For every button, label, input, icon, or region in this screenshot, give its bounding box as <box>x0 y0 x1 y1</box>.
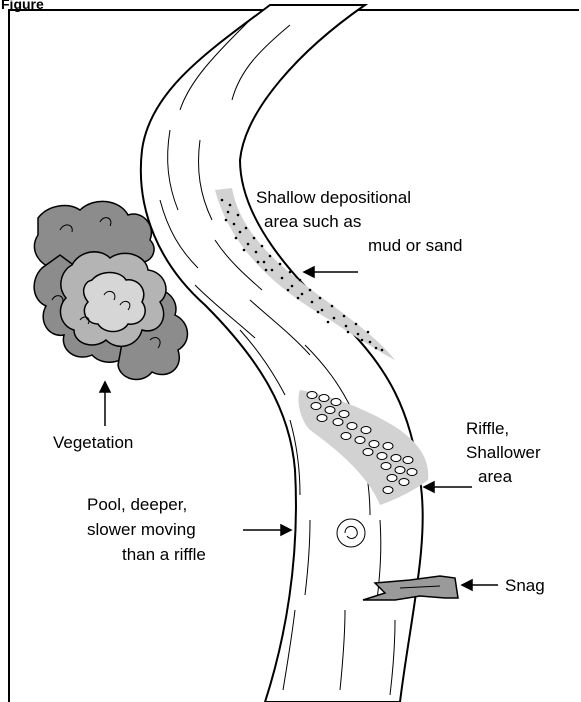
label-riffle-line3: area <box>478 467 512 486</box>
label-depositional-line1: Shallow depositional <box>256 188 411 207</box>
label-pool-line3: than a riffle <box>122 545 206 564</box>
label-riffle-line1: Riffle, <box>466 419 509 438</box>
label-depositional-line2: area such as <box>264 212 361 231</box>
label-vegetation: Vegetation <box>53 433 133 452</box>
label-pool-line2: slower moving <box>87 520 196 539</box>
label-pool-line1: Pool, deeper, <box>87 495 187 514</box>
label-depositional-line3: mud or sand <box>368 236 463 255</box>
label-riffle-line2: Shallower <box>466 443 541 462</box>
label-snag: Snag <box>505 576 545 595</box>
